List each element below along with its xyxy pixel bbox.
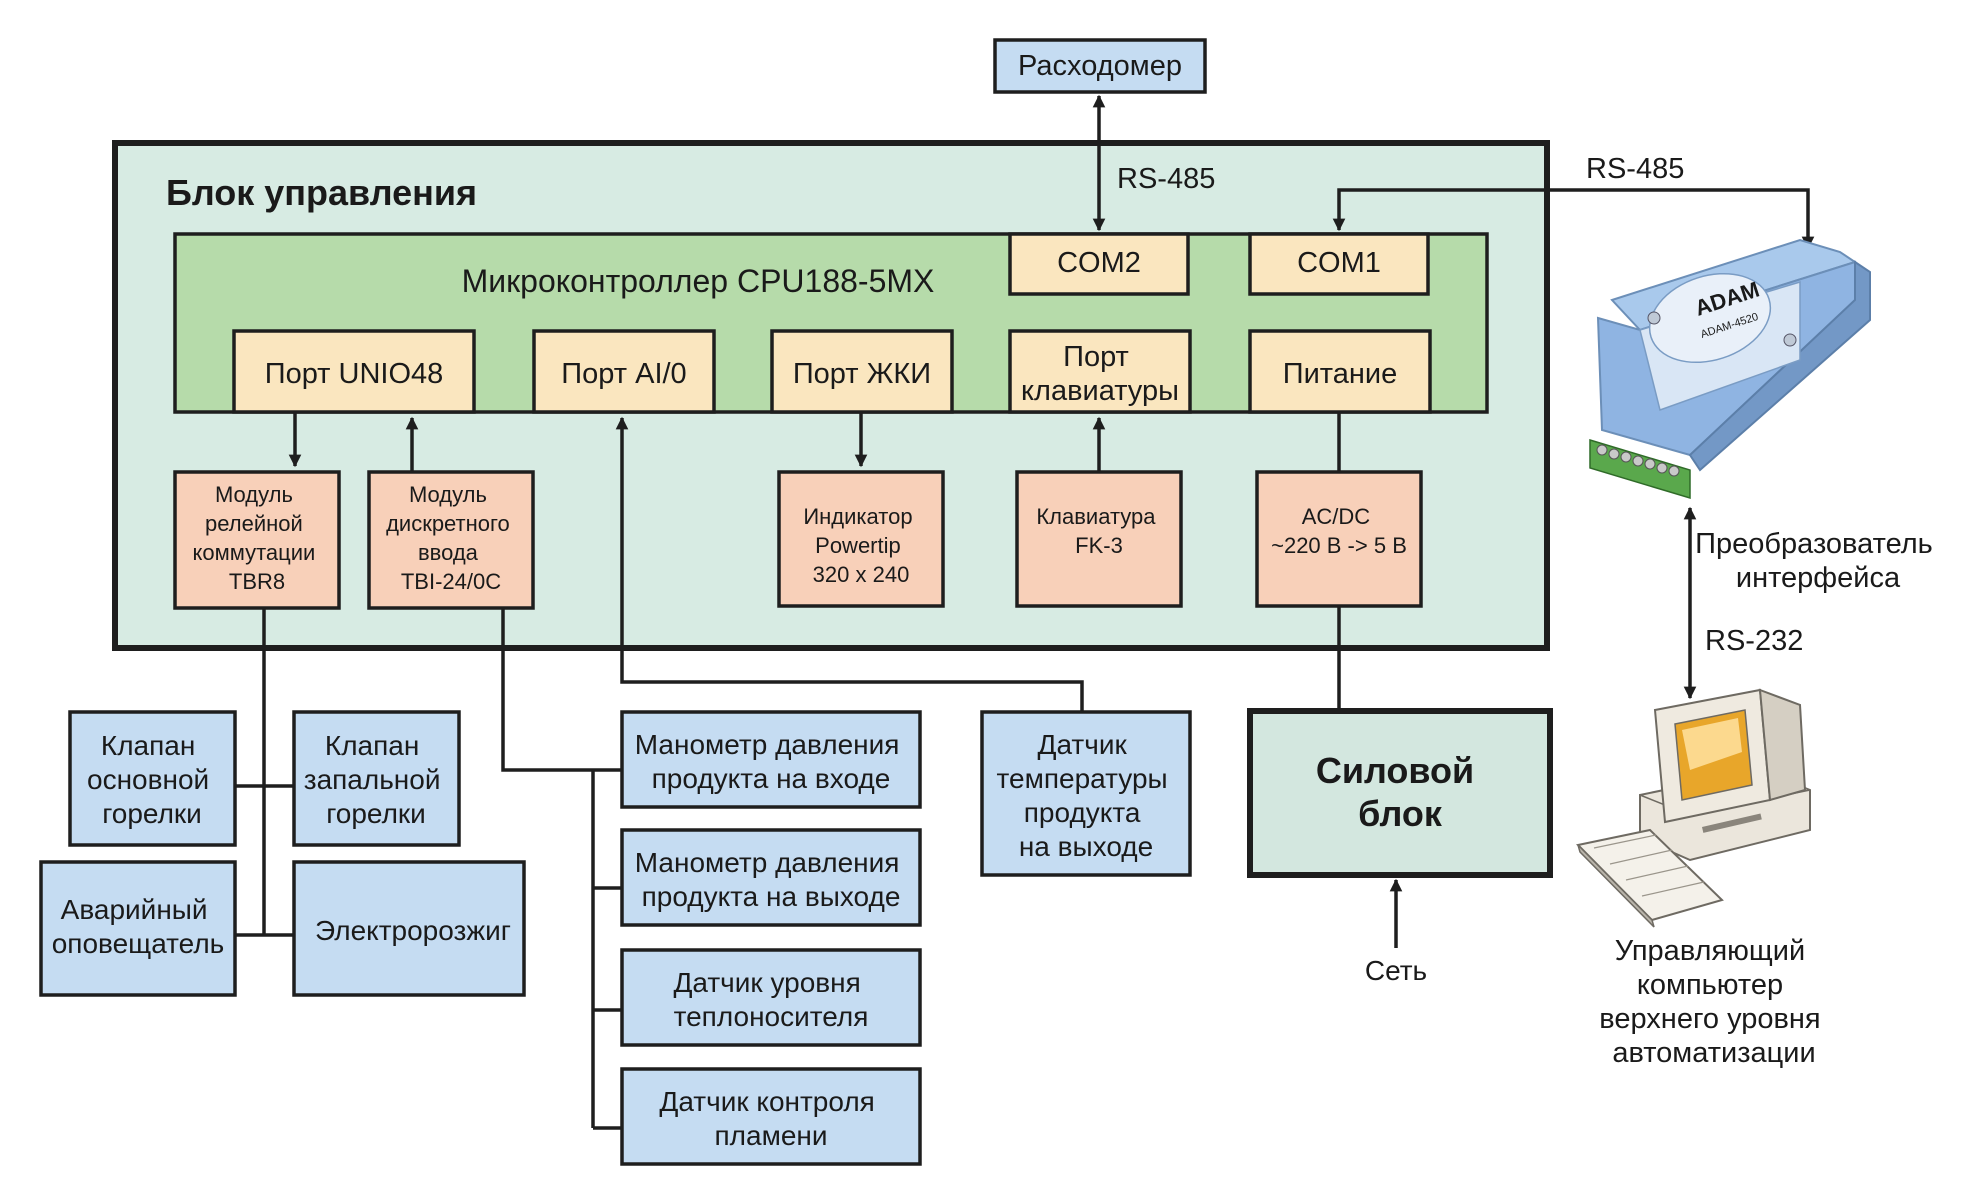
port-power-label: Питание [1283, 358, 1397, 390]
temp-box [980, 710, 1192, 877]
interface-converter-icon: ADAM ADAM-4520 [1589, 238, 1871, 500]
flowmeter-label: Расходомер [1018, 50, 1182, 82]
valve-pilot-label: Клапан запальной горелки [304, 730, 449, 829]
flame-box [620, 1067, 922, 1166]
level-box [620, 948, 922, 1047]
port-unio48-label: Порт UNIO48 [265, 358, 444, 390]
module-tbr8 [173, 470, 341, 610]
valve-main-box [68, 710, 237, 847]
network-label: Сеть [1365, 955, 1427, 986]
mano-out-label: Манометр давления продукта на выходе [635, 847, 907, 912]
port-aio-label: Порт AI/0 [561, 358, 686, 390]
converter-label: Преобразователь интерфейса [1695, 528, 1941, 594]
flowmeter-box [993, 38, 1207, 94]
ignition-label: Электророзжиг [315, 915, 511, 946]
valve-main-label: Клапан основной горелки [87, 730, 217, 829]
port-unio48 [232, 329, 476, 414]
module-acdc-label: AC/DC ~220 В -> 5 В [1271, 504, 1407, 558]
module-tbr8-label: Модуль релейной коммутации TBR8 [193, 482, 322, 594]
valve-pilot-box [292, 710, 461, 847]
link-com1-converter [1332, 188, 1815, 250]
temp-label: Датчик температуры продукта на выходе [997, 729, 1176, 862]
rs485-top-label: RS-485 [1117, 163, 1215, 195]
microcontroller-title: Микроконтроллер CPU188-5MX [462, 263, 935, 299]
port-lcd-label: Порт ЖКИ [793, 358, 931, 390]
power-block-label: Силовой блок [1316, 750, 1484, 834]
mano-in-box [620, 710, 922, 809]
computer-icon [1575, 688, 1811, 928]
module-keyboard [1015, 470, 1183, 608]
port-keyboard [1008, 329, 1192, 414]
alarm-box [39, 860, 237, 997]
module-indicator [777, 470, 945, 608]
com1-label: COM1 [1297, 247, 1381, 279]
module-tbi-label: Модуль дискретного ввода TBI-24/0C [386, 482, 516, 594]
control-block-title: Блок управления [166, 172, 477, 213]
level-label: Датчик уровня теплоносителя [673, 967, 868, 1032]
power-block [1247, 708, 1553, 878]
mano-in-label: Манометр давления продукта на входе [635, 729, 907, 794]
alarm-label: Аварийный оповещатель [52, 894, 225, 959]
bus-tbi [501, 608, 622, 772]
module-keyboard-label: Клавиатура FK-3 [1036, 504, 1161, 558]
computer-label: Управляющий компьютер верхнего уровня ав… [1599, 935, 1828, 1069]
port-keyboard-label: Порт клавиатуры [1021, 341, 1179, 407]
ignition-box [292, 860, 526, 997]
com2-label: COM2 [1057, 247, 1141, 279]
mano-out-box [620, 828, 922, 927]
link-temp-aio [615, 416, 1084, 712]
rs485-right-label: RS-485 [1586, 153, 1684, 185]
module-indicator-label: Индикатор Powertip 320 x 240 [803, 504, 918, 587]
port-aio [532, 329, 716, 414]
rs232-label: RS-232 [1705, 625, 1803, 657]
flame-label: Датчик контроля пламени [659, 1086, 882, 1151]
module-tbi [367, 470, 535, 610]
connections [234, 94, 1815, 1130]
com2-port [1008, 232, 1190, 296]
